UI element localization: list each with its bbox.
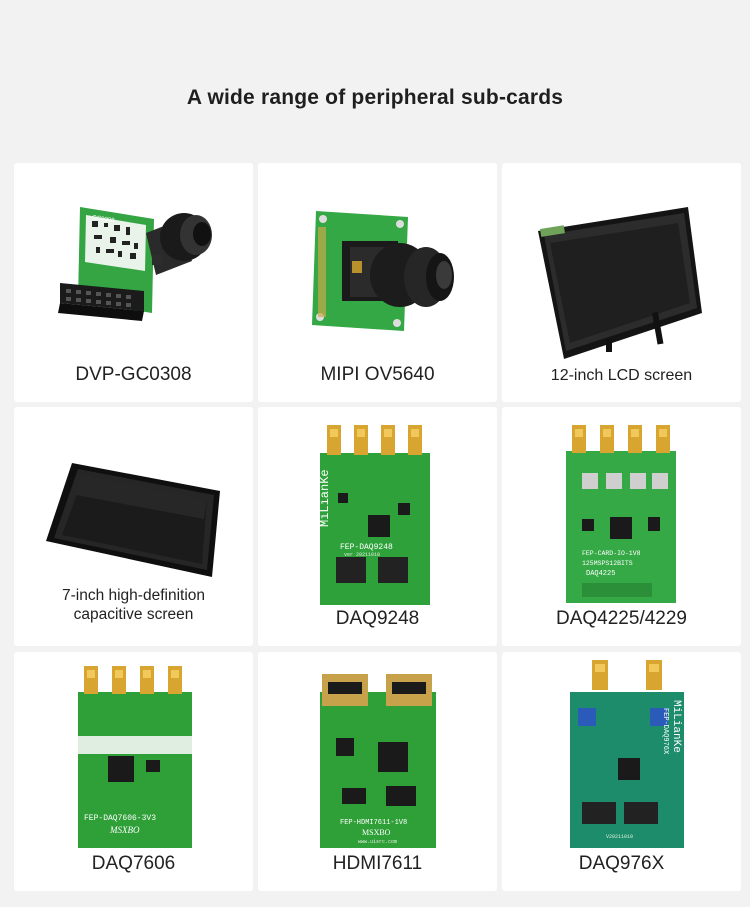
pcb-label: FEP-DAQ9248 <box>340 543 393 552</box>
pcb-label-2: 125MSPS12BITS <box>582 560 633 567</box>
card-caption: DAQ9248 <box>335 608 420 629</box>
card-7-inch-capacitive: 7-inch high-definition capacitive screen <box>14 407 253 646</box>
pcb-url: www.uisrc.com <box>358 839 397 845</box>
card-caption: DVP-GC0308 <box>75 364 192 385</box>
capacitive-screen-7-inch-image <box>46 463 220 577</box>
daq7606-board-image: FEP-DAQ7606-3V3 MSXBO <box>78 666 192 848</box>
card-daq4225-4229: FEP-CARD-IO-1V8 125MSPS12BITS DAQ4225 DA… <box>502 407 741 646</box>
pcb-brand: MiLianKe <box>670 700 682 753</box>
pcb-label: FEP-HDMI7611-1V8 <box>340 819 407 827</box>
card-caption: DAQ976X <box>578 853 665 874</box>
card-caption: 12-inch LCD screen <box>550 367 693 384</box>
daq976x-board-image: MiLianKe FEP-DAQ976X V20211010 <box>570 660 684 848</box>
caption-line-1: 7-inch high-definition <box>61 587 206 604</box>
card-caption: 7-inch high-definition capacitive screen <box>14 586 253 625</box>
pcb-label-2: MSXBO <box>109 825 140 835</box>
pcb-version: ver 20211010 <box>344 552 380 558</box>
hdmi7611-board-image: FEP-HDMI7611-1V8 MSXBO www.uisrc.com <box>320 674 436 848</box>
card-daq7606: FEP-DAQ7606-3V3 MSXBO DAQ7606 <box>14 652 253 891</box>
pcb-label: FEP-DAQ7606-3V3 <box>84 814 156 823</box>
dvp-gc0308-camera-image: GC0308 <box>58 207 212 321</box>
page-heading: A wide range of peripheral sub-cards <box>186 86 564 109</box>
card-hdmi7611: FEP-HDMI7611-1V8 MSXBO www.uisrc.com HDM… <box>258 652 497 891</box>
card-mipi-ov5640: MIPI OV5640 <box>258 163 497 402</box>
pcb-version: V20211010 <box>606 834 633 840</box>
pcb-label: FEP-CARD-IO-1V8 <box>582 550 641 557</box>
card-caption: DAQ7606 <box>91 853 176 874</box>
card-dvp-gc0308: GC0308 DVP-GC0308 <box>14 163 253 402</box>
card-caption: DAQ4225/4229 <box>556 608 687 629</box>
card-caption: HDMI7611 <box>332 853 423 874</box>
daq4225-board-image: FEP-CARD-IO-1V8 125MSPS12BITS DAQ4225 <box>566 425 676 603</box>
lcd-12-inch-image <box>538 207 702 359</box>
card-daq976x: MiLianKe FEP-DAQ976X V20211010 DAQ976X <box>502 652 741 891</box>
mipi-ov5640-camera-image <box>312 211 454 331</box>
daq9248-board-image: MiLianKe FEP-DAQ9248 ver 20211010 <box>318 425 430 605</box>
card-daq9248: MiLianKe FEP-DAQ9248 ver 20211010 DAQ924… <box>258 407 497 646</box>
pcb-label-3: DAQ4225 <box>586 570 615 578</box>
caption-line-2: capacitive screen <box>73 606 194 624</box>
card-12-inch-lcd: 12-inch LCD screen <box>502 163 741 402</box>
pcb-brand: MiLianKe <box>318 469 332 527</box>
pcb-label: GC0308 <box>92 215 116 224</box>
pcb-label-2: MSXBO <box>362 828 391 837</box>
card-caption: MIPI OV5640 <box>320 364 435 385</box>
pcb-label: FEP-DAQ976X <box>661 708 669 755</box>
